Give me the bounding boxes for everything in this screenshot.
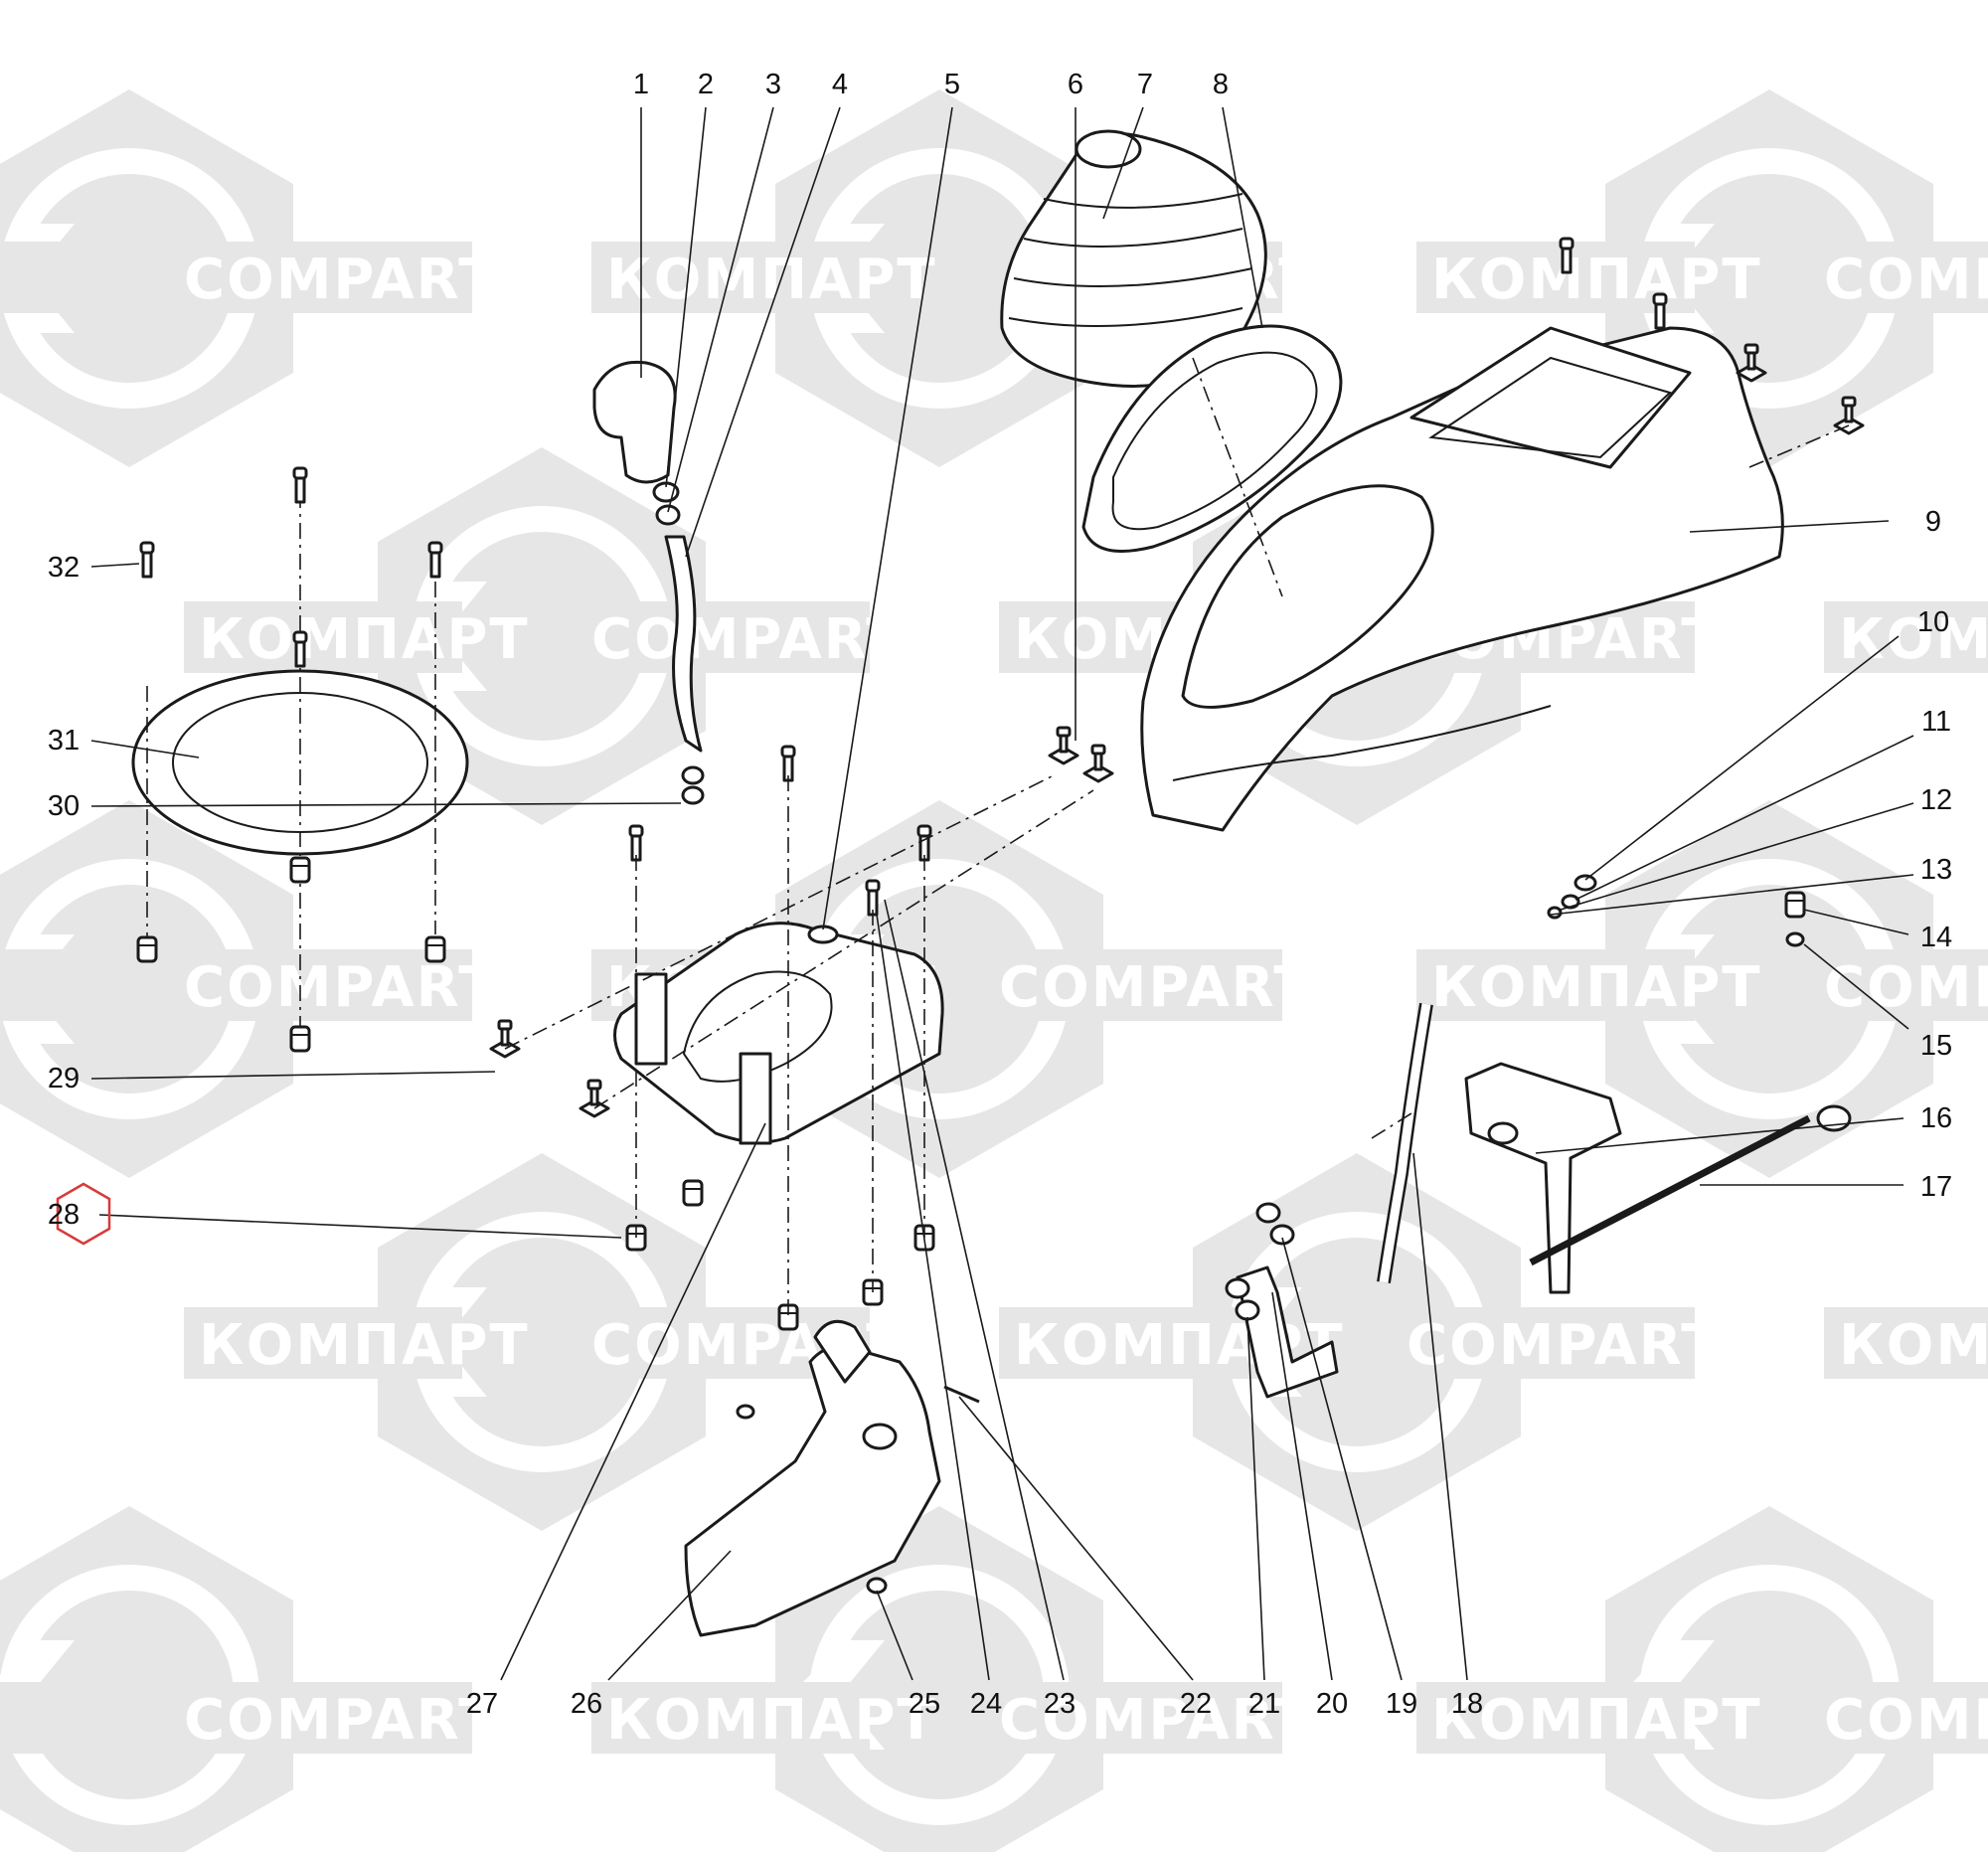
- watermark-compart: COMPART: [1824, 955, 1988, 1020]
- leader-26: [607, 1550, 732, 1681]
- leader-5: [822, 106, 953, 930]
- leader-13: [1550, 874, 1914, 916]
- callout-22[interactable]: 22: [1180, 1688, 1212, 1720]
- callout-23[interactable]: 23: [1044, 1688, 1076, 1720]
- callout-8[interactable]: 8: [1213, 69, 1229, 100]
- leader-4: [685, 106, 841, 558]
- callout-5[interactable]: 5: [944, 69, 960, 100]
- callout-4[interactable]: 4: [832, 69, 848, 100]
- callout-14[interactable]: 14: [1920, 922, 1952, 953]
- callout-1[interactable]: 1: [633, 69, 649, 100]
- callout-26[interactable]: 26: [571, 1688, 602, 1720]
- watermark-compart: COMPART: [999, 955, 1313, 1020]
- trim-ring[interactable]: [131, 492, 469, 1034]
- leader-3: [667, 106, 774, 513]
- watermark-kompart: КОМПАРТ: [1839, 607, 1988, 672]
- leader-32: [90, 563, 140, 568]
- shifter-base-plate[interactable]: [613, 922, 944, 1145]
- leader-27: [500, 1122, 766, 1681]
- callout-27[interactable]: 27: [466, 1688, 498, 1720]
- watermark-kompart: КОМПАРТ: [1431, 955, 1762, 1020]
- callout-25[interactable]: 25: [909, 1688, 940, 1720]
- leader-11: [1574, 735, 1914, 901]
- callout-2[interactable]: 2: [698, 69, 714, 100]
- leader-31: [90, 740, 200, 758]
- callout-32[interactable]: 32: [48, 552, 80, 584]
- shift-cable[interactable]: [1377, 1002, 1433, 1284]
- leader-2: [665, 106, 707, 488]
- callout-12[interactable]: 12: [1920, 784, 1952, 816]
- watermark-compart: COMPART: [1824, 248, 1988, 312]
- callout-11[interactable]: 11: [1921, 706, 1951, 738]
- watermark-kompart: КОМПАРТ: [199, 607, 530, 672]
- callout-15[interactable]: 15: [1920, 1030, 1952, 1062]
- callout-17[interactable]: 17: [1920, 1171, 1952, 1203]
- callout-3[interactable]: 3: [765, 69, 781, 100]
- leader-23: [884, 899, 1065, 1681]
- center-console[interactable]: [1140, 326, 1784, 832]
- leader-14: [1803, 909, 1909, 935]
- leader-9: [1689, 520, 1890, 533]
- small-fasteners[interactable]: [1547, 874, 1806, 947]
- callout-30[interactable]: 30: [48, 790, 80, 822]
- watermark-kompart: КОМПАРТ: [1431, 248, 1762, 312]
- watermark-kompart: КОМПАРТ: [606, 1688, 937, 1753]
- assembly-lines: [504, 357, 1850, 1317]
- leader-8: [1222, 106, 1263, 329]
- callout-10[interactable]: 10: [1917, 606, 1949, 638]
- callout-24[interactable]: 24: [970, 1688, 1002, 1720]
- leader-19: [1281, 1237, 1403, 1681]
- leader-15: [1803, 943, 1909, 1030]
- callout-28[interactable]: 28: [48, 1199, 80, 1231]
- callout-21[interactable]: 21: [1248, 1688, 1280, 1720]
- watermark-kompart: КОМПАРТ: [1431, 1688, 1762, 1753]
- watermark-compart: COMPART: [1824, 1688, 1988, 1753]
- callout-18[interactable]: 18: [1451, 1688, 1483, 1720]
- watermark-kompart: КОМПАРТ: [606, 248, 937, 312]
- watermark-compart: COMPART: [184, 1688, 498, 1753]
- leader-20: [1271, 1291, 1333, 1681]
- watermark-layer: COMPART КОМПАРТ COMPART КОМПАРТ COMPART …: [0, 89, 1988, 1852]
- callout-9[interactable]: 9: [1925, 506, 1941, 538]
- callout-28-highlight: [56, 1182, 111, 1246]
- shift-lever-rod[interactable]: [664, 535, 705, 805]
- watermark-kompart: КОМПАРТ: [1839, 1313, 1988, 1378]
- callout-16[interactable]: 16: [1920, 1102, 1952, 1134]
- leader-18: [1412, 1152, 1468, 1681]
- leader-30: [90, 802, 682, 807]
- callout-7[interactable]: 7: [1137, 69, 1153, 100]
- leader-16: [1535, 1117, 1905, 1154]
- leader-7: [1102, 106, 1144, 220]
- watermark-compart: COMPART: [1407, 1313, 1721, 1378]
- leader-24: [876, 914, 990, 1681]
- callout-19[interactable]: 19: [1386, 1688, 1417, 1720]
- cable-bracket[interactable]: [1464, 1062, 1852, 1294]
- watermark-compart: COMPART: [184, 955, 498, 1020]
- shift-boot[interactable]: [1000, 129, 1267, 388]
- watermark-compart: COMPART: [591, 607, 906, 672]
- leader-29: [90, 1071, 496, 1080]
- watermark-compart: COMPART: [999, 1688, 1313, 1753]
- shifter-housing[interactable]: [684, 1319, 980, 1637]
- leader-10: [1584, 635, 1900, 881]
- watermark-kompart: КОМПАРТ: [199, 1313, 530, 1378]
- leader-12: [1560, 802, 1914, 911]
- callout-31[interactable]: 31: [48, 725, 80, 757]
- callout-13[interactable]: 13: [1920, 854, 1952, 886]
- boot-frame[interactable]: [1081, 324, 1343, 553]
- leader-28: [98, 1214, 622, 1239]
- callout-20[interactable]: 20: [1316, 1688, 1348, 1720]
- leader-25: [876, 1590, 913, 1681]
- linkage-plates[interactable]: [1225, 1202, 1339, 1399]
- parts-drawing: [131, 129, 1865, 1637]
- callout-6[interactable]: 6: [1068, 69, 1083, 100]
- leader-21: [1246, 1316, 1265, 1681]
- callout-29[interactable]: 29: [48, 1063, 80, 1094]
- leader-22: [958, 1396, 1194, 1681]
- callout-labels: 1 2 3 4 5 6 7 8 9 10 11 12 13 14 15 16 1…: [48, 69, 1952, 1720]
- watermark-compart: COMPART: [184, 248, 498, 312]
- leader-lines: [90, 106, 1914, 1681]
